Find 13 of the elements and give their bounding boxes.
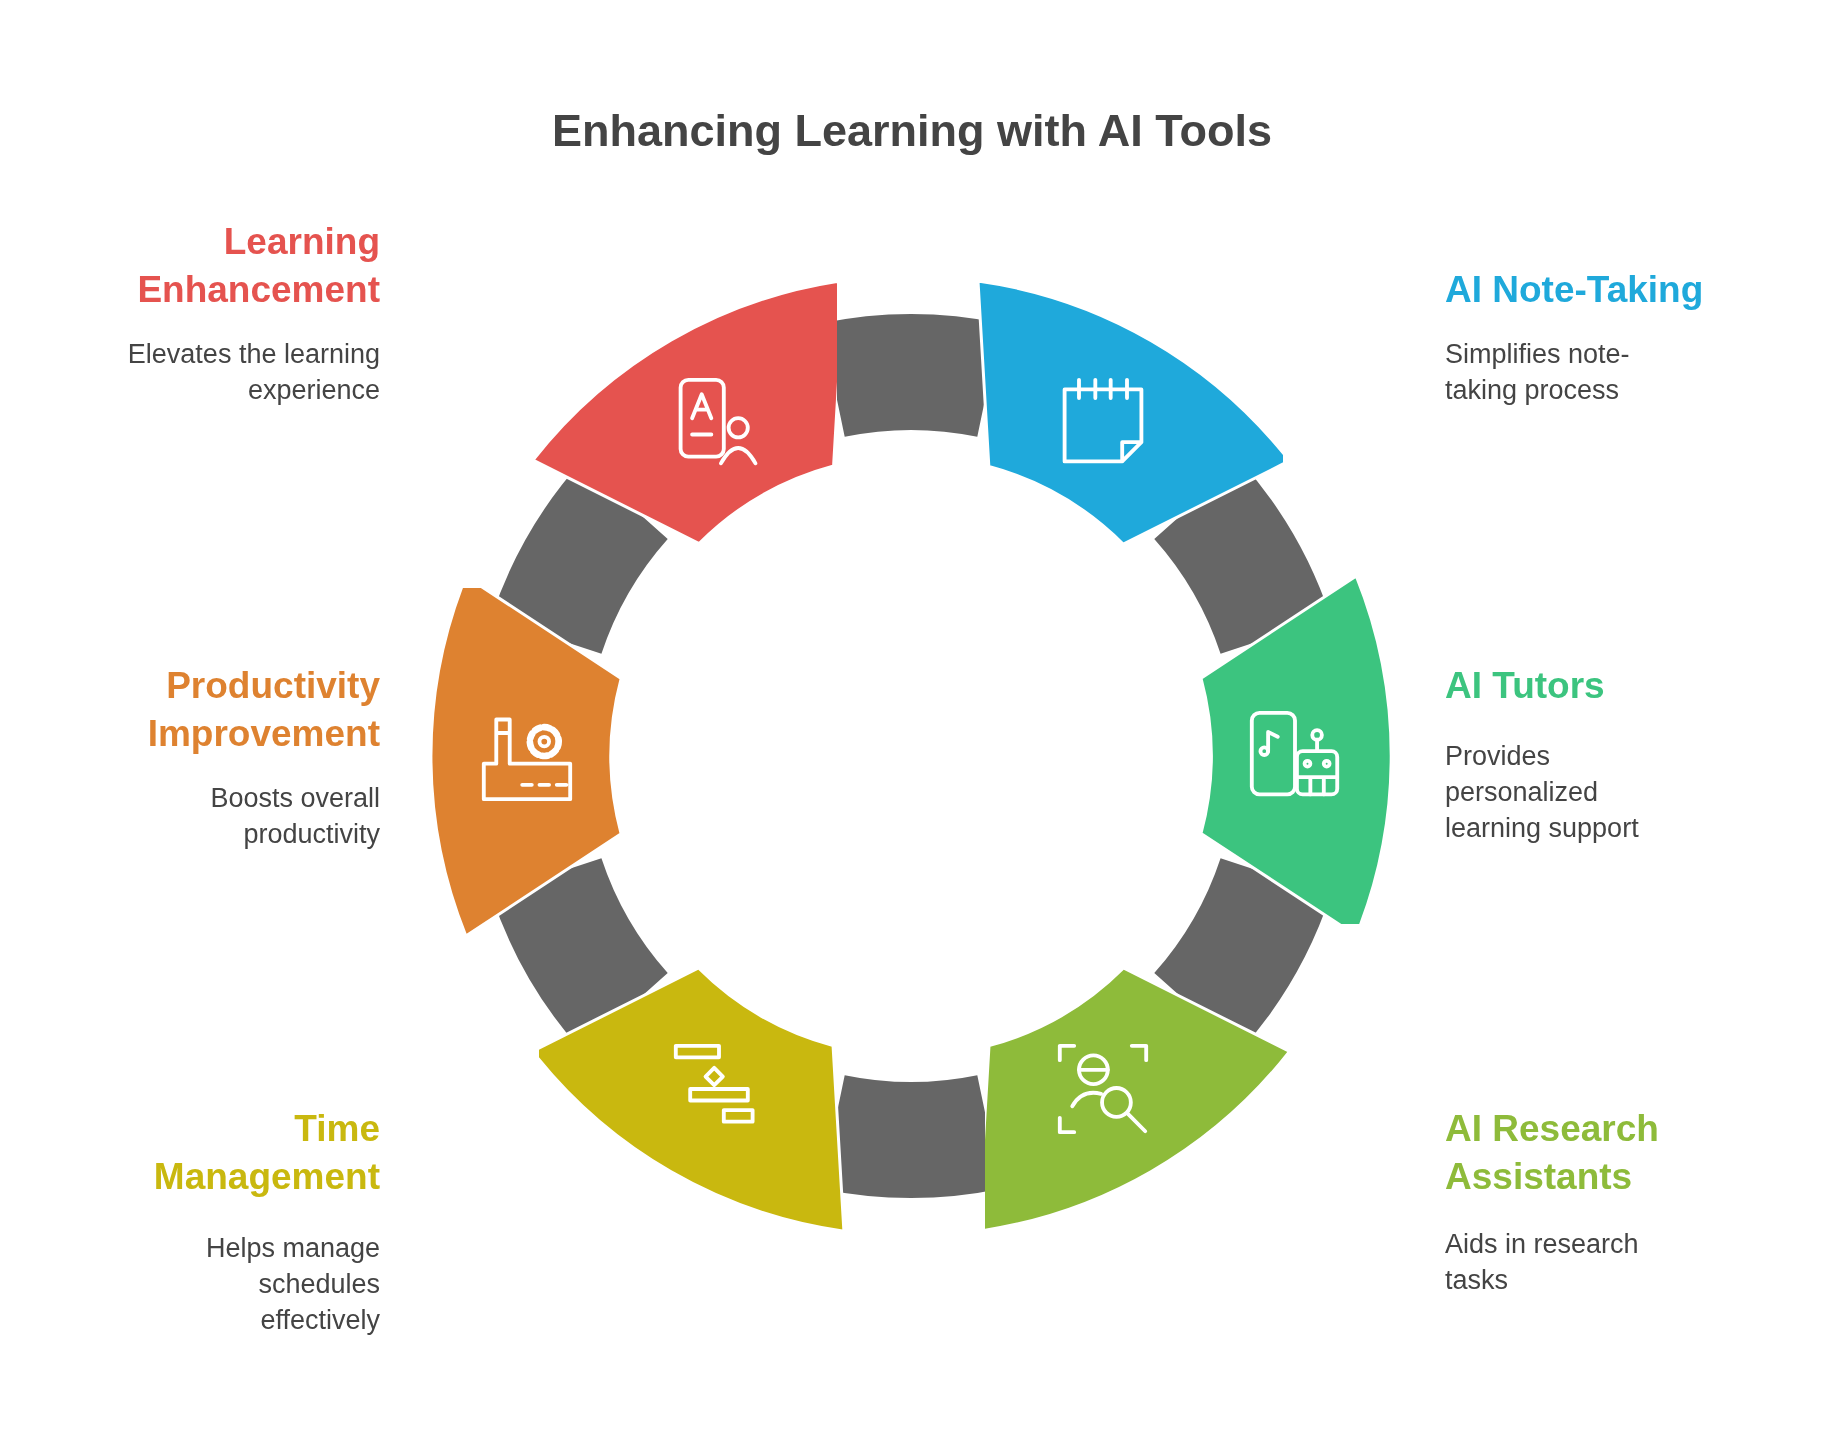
description-text: Boosts overall productivity xyxy=(209,782,380,851)
segment-heading: Productivity Improvement xyxy=(146,664,380,756)
segment-heading: Learning Enhancement xyxy=(136,220,380,312)
description-text: Simplifies note-taking process xyxy=(1445,338,1631,407)
description-text: Aids in research tasks xyxy=(1445,1228,1640,1297)
segment-heading: AI Note-Taking xyxy=(1445,268,1705,312)
description-text: Provides personalized learning support xyxy=(1445,740,1640,845)
description-text: Elevates the learning experience xyxy=(126,338,380,407)
description-text: Helps manage schedules effectively xyxy=(204,1232,380,1337)
segment-heading: Time Management xyxy=(152,1107,380,1199)
segment-heading: AI Research Assistants xyxy=(1445,1107,1660,1199)
segment-heading: AI Tutors xyxy=(1445,664,1606,708)
title: Enhancing Learning with AI Tools xyxy=(551,105,1273,157)
